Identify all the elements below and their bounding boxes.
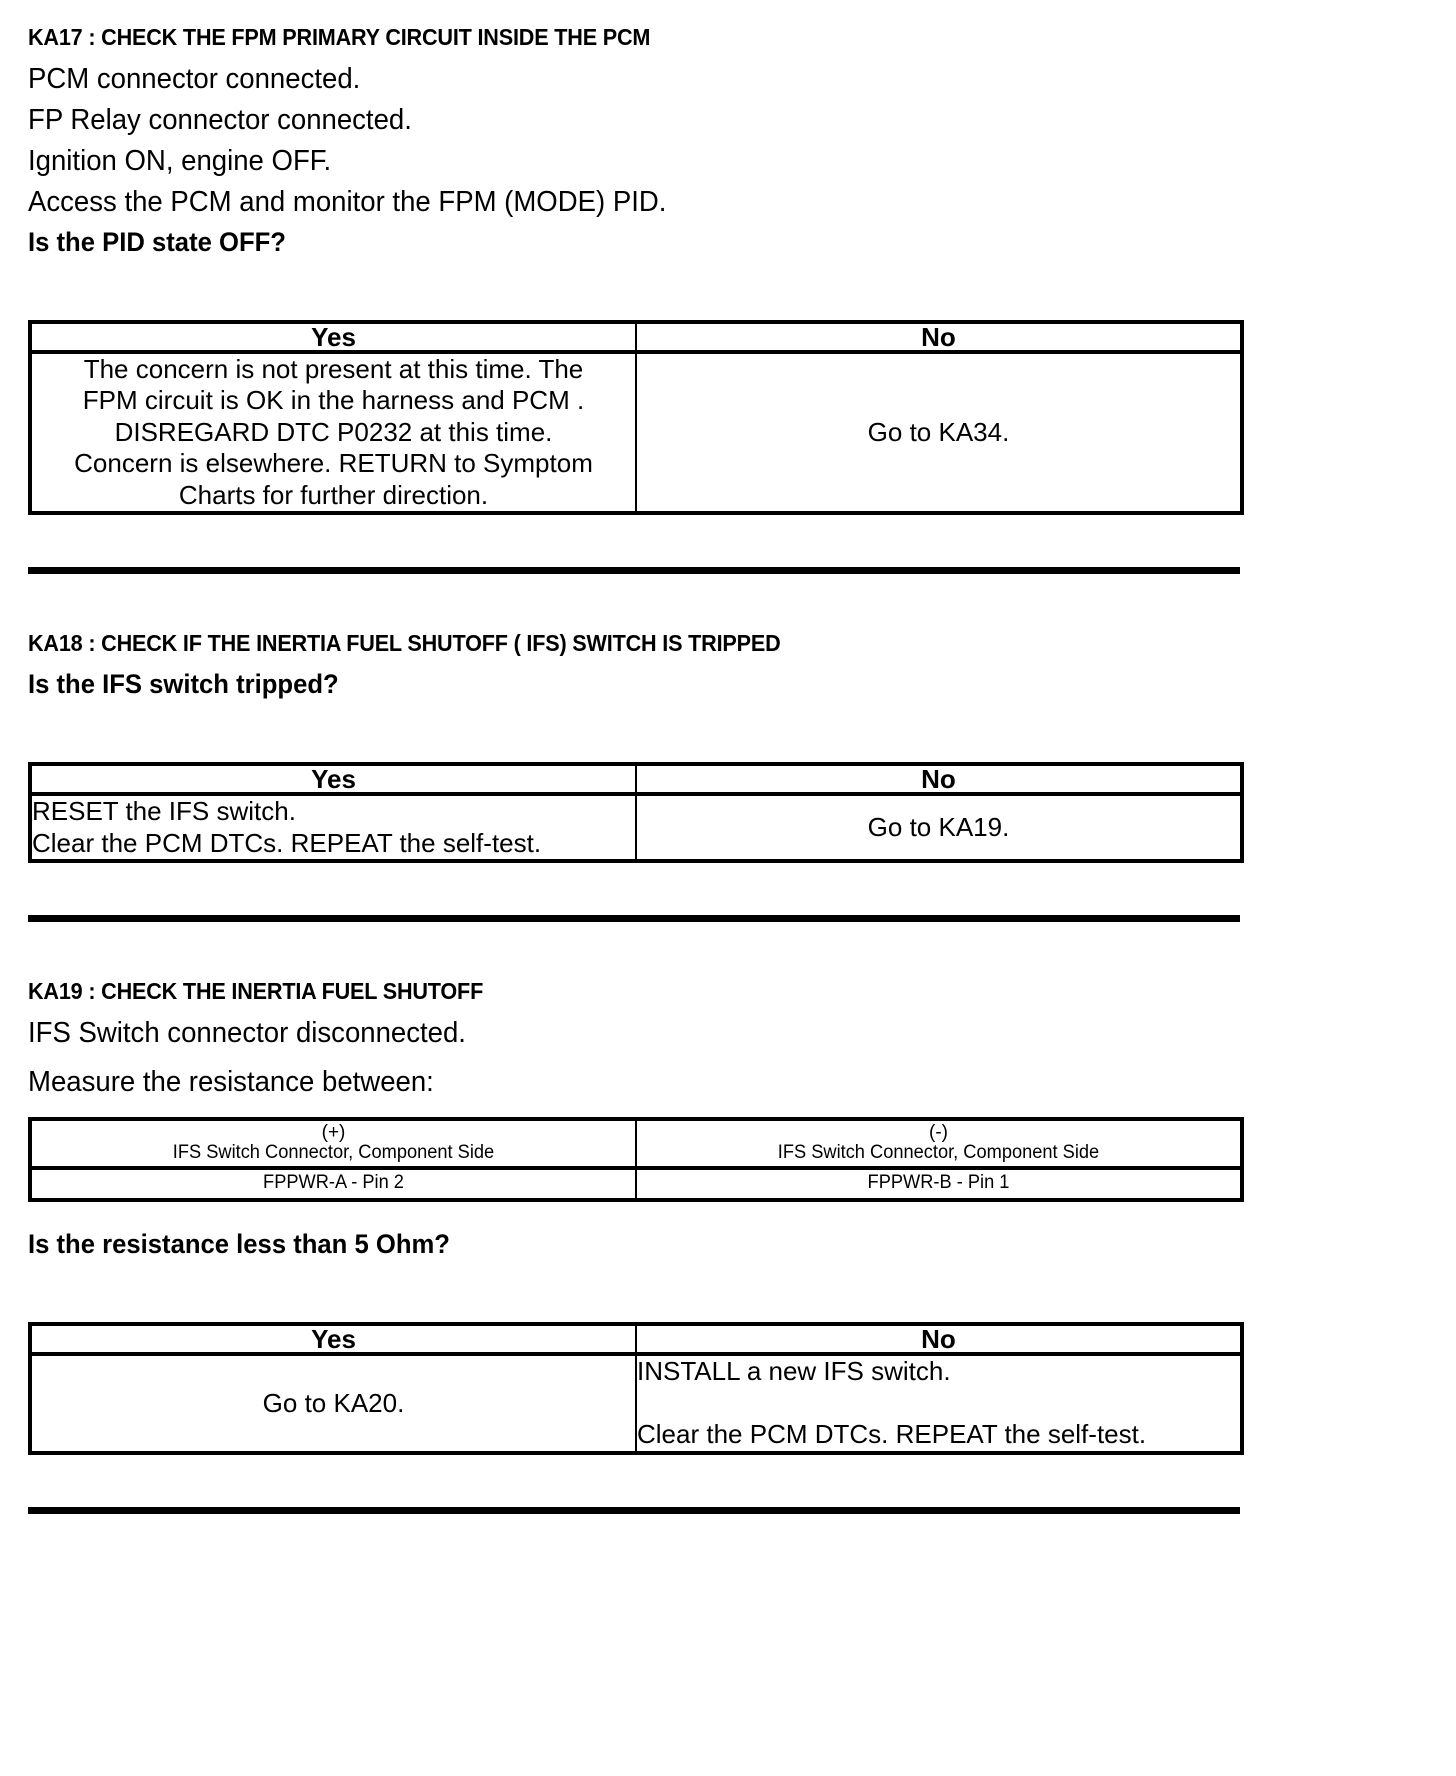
pin-table-row-pins: FPPWR-A - Pin 2 FPPWR-B - Pin 1 xyxy=(29,1166,1243,1202)
ka17-cell-yes: The concern is not present at this time.… xyxy=(29,350,637,515)
table-row: RESET the IFS switch. Clear the PCM DTCs… xyxy=(29,793,1243,863)
ka19-cell-yes: Go to KA20. xyxy=(29,1353,637,1454)
ka17-body-line-2: FP Relay connector connected. xyxy=(28,104,412,136)
negative-pin-label: FPPWR-B - Pin 1 xyxy=(867,1172,1010,1194)
ka18-cell-yes: RESET the IFS switch. Clear the PCM DTCs… xyxy=(29,793,637,863)
negative-polarity-label: (-) xyxy=(929,1122,948,1144)
ka17-header-yes: Yes xyxy=(29,321,637,354)
section-title-ka18: KA18 : CHECK IF THE INERTIA FUEL SHUTOFF… xyxy=(28,630,781,657)
ka17-cell-no: Go to KA34. xyxy=(635,350,1243,515)
document-content: KA17 : CHECK THE FPM PRIMARY CIRCUIT INS… xyxy=(28,24,1244,1514)
section-ka19: KA19 : CHECK THE INERTIA FUEL SHUTOFF IF… xyxy=(28,978,1244,1455)
ka18-header-no: No xyxy=(635,763,1243,797)
ka18-decision-table: Yes No RESET the IFS switch. Clear the P… xyxy=(28,762,1244,864)
ka19-yes-line-1: Go to KA20. xyxy=(262,1387,405,1418)
ka18-yes-line-1: RESET the IFS switch. xyxy=(32,796,296,827)
positive-polarity-label: (+) xyxy=(321,1122,346,1144)
ka18-question: Is the IFS switch tripped? xyxy=(28,669,339,700)
ka19-cell-no: INSTALL a new IFS switch. Clear the PCM … xyxy=(635,1353,1243,1454)
ka19-decision-table: Yes No Go to KA20. INSTALL a new IFS swi… xyxy=(28,1322,1244,1455)
negative-connector-label: IFS Switch Connector, Component Side xyxy=(777,1142,1100,1164)
ka17-question: Is the PID state OFF? xyxy=(28,227,286,257)
ka18-cell-no: Go to KA19. xyxy=(635,793,1243,863)
ka17-decision-table: Yes No The concern is not present at thi… xyxy=(28,320,1244,516)
table-row: Go to KA20. INSTALL a new IFS switch. Cl… xyxy=(29,1353,1243,1454)
section-title-ka17: KA17 : CHECK THE FPM PRIMARY CIRCUIT INS… xyxy=(28,24,651,50)
section-divider-3 xyxy=(28,1506,1240,1514)
ka19-measurement-table: (+) IFS Switch Connector, Component Side… xyxy=(28,1117,1244,1203)
ka19-body-line-1: IFS Switch connector disconnected. xyxy=(28,1017,466,1050)
ka19-header-no: No xyxy=(635,1323,1243,1357)
ka19-no-line-blank xyxy=(637,1388,1240,1419)
ka17-body-line-1: PCM connector connected. xyxy=(28,63,361,95)
ka17-yes-line-4: Concern is elsewhere. RETURN to Symptom xyxy=(74,448,593,479)
positive-connector-label: IFS Switch Connector, Component Side xyxy=(172,1142,495,1164)
section-title-ka19: KA19 : CHECK THE INERTIA FUEL SHUTOFF xyxy=(28,978,484,1005)
table-header-row: Yes No xyxy=(29,1323,1243,1357)
ka18-no-line-1: Go to KA19. xyxy=(867,811,1010,842)
ka19-question: Is the resistance less than 5 Ohm? xyxy=(28,1229,450,1260)
positive-pin-cell: FPPWR-A - Pin 2 xyxy=(29,1166,637,1202)
table-row: The concern is not present at this time.… xyxy=(29,350,1243,515)
measurement-negative-cell: (-) IFS Switch Connector, Component Side xyxy=(635,1118,1243,1170)
ka19-body-line-2: Measure the resistance between: xyxy=(28,1066,434,1099)
ka17-body-line-3: Ignition ON, engine OFF. xyxy=(28,145,332,177)
ka17-yes-line-5: Charts for further direction. xyxy=(178,479,489,510)
ka17-yes-line-1: The concern is not present at this time.… xyxy=(83,354,584,384)
ka17-yes-line-2: FPM circuit is OK in the harness and PCM… xyxy=(82,385,585,416)
ka18-header-yes: Yes xyxy=(29,763,637,797)
ka17-yes-line-3: DISREGARD DTC P0232 at this time. xyxy=(114,416,553,447)
ka19-header-yes: Yes xyxy=(29,1323,637,1357)
measurement-positive-cell: (+) IFS Switch Connector, Component Side xyxy=(29,1118,637,1170)
section-divider-1 xyxy=(28,567,1240,575)
ka17-header-no: No xyxy=(635,321,1243,354)
section-ka17: KA17 : CHECK THE FPM PRIMARY CIRCUIT INS… xyxy=(28,24,1244,516)
positive-pin-label: FPPWR-A - Pin 2 xyxy=(263,1172,404,1194)
negative-pin-cell: FPPWR-B - Pin 1 xyxy=(635,1166,1243,1202)
ka18-yes-line-2: Clear the PCM DTCs. REPEAT the self-test… xyxy=(32,827,542,858)
ka17-no-line-1: Go to KA34. xyxy=(867,416,1010,447)
ka17-body-line-4: Access the PCM and monitor the FPM (MODE… xyxy=(28,186,667,218)
table-header-row: Yes No xyxy=(29,321,1243,354)
pin-table-row-connector: (+) IFS Switch Connector, Component Side… xyxy=(29,1118,1243,1170)
section-ka18: KA18 : CHECK IF THE INERTIA FUEL SHUTOFF… xyxy=(28,630,1244,864)
section-divider-2 xyxy=(28,915,1240,923)
ka19-no-line-2: Clear the PCM DTCs. REPEAT the self-test… xyxy=(637,1419,1147,1450)
table-header-row: Yes No xyxy=(29,763,1243,797)
ka19-no-line-1: INSTALL a new IFS switch. xyxy=(637,1356,951,1387)
